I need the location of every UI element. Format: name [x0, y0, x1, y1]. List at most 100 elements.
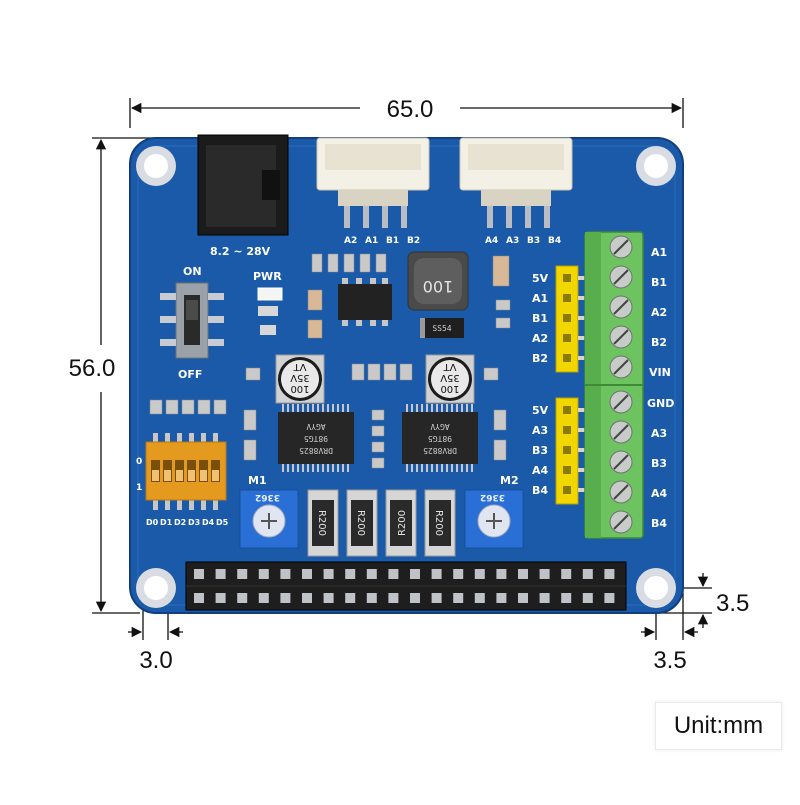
motor2-label: M2: [500, 474, 519, 487]
driver-chip-label: AGYV: [430, 422, 449, 431]
terminal-label: VIN: [649, 366, 671, 379]
gpio-pin: [280, 593, 291, 603]
pin-label: A2: [344, 236, 357, 246]
gpio-pin: [431, 569, 442, 579]
terminal-label: A1: [651, 246, 667, 259]
dimension-annotations: [92, 98, 712, 640]
mounting-holes: [136, 146, 676, 608]
dip-one-label: 1: [136, 483, 142, 493]
terminal-label: B1: [651, 276, 667, 289]
pin-header-upper-labels: 5V A1 B1 A2 B2: [532, 272, 549, 365]
header-label: A4: [532, 464, 549, 477]
dip-label: D4: [202, 518, 215, 527]
header-label: A3: [532, 424, 548, 437]
gpio-pin: [453, 569, 464, 579]
pin-header-lower-labels: 5V A3 B3 A4 B4: [532, 404, 549, 497]
gpio-pin: [388, 569, 399, 579]
motor1-label: M1: [248, 474, 267, 487]
switch-on-label: ON: [183, 265, 202, 278]
gpio-pin: [496, 593, 507, 603]
right-offset-label: 3.5: [653, 647, 686, 674]
gpio-pin: [474, 593, 485, 603]
driver-chip-label: DRV8825: [423, 446, 457, 455]
dip-label: D0: [146, 518, 159, 527]
gpio-pin: [474, 569, 485, 579]
pin-label: A4: [485, 236, 498, 246]
gpio-pin: [215, 593, 226, 603]
regulator-ic: [338, 278, 392, 326]
terminal-screw: [609, 450, 633, 474]
driver-chip-left-text: DRV8825 98TG5 AGYV: [299, 422, 333, 455]
pin-header-upper: [555, 265, 590, 373]
mounting-hole-bottom-left: [136, 568, 176, 608]
gpio-pin: [561, 593, 572, 603]
gpio-pin: [215, 569, 226, 579]
capacitor-label: VT: [443, 361, 457, 372]
gpio-pin: [518, 593, 528, 603]
gpio-pin: [366, 593, 377, 603]
terminal-screw: [609, 265, 633, 289]
schottky-diode: [420, 318, 464, 338]
header-label: A2: [532, 332, 548, 345]
capacitor-left-text: 100 35V VT: [290, 361, 310, 394]
inductor-label: 100: [423, 277, 454, 296]
driver-chip-label: 98TG5: [304, 434, 328, 443]
potentiometer-label: 3362: [255, 492, 280, 502]
dip-label: D3: [188, 518, 200, 527]
bottom-offset-label: 3.5: [716, 590, 749, 617]
gpio-pin: [496, 569, 507, 579]
gpio-pin: [582, 593, 593, 603]
left-offset-label: 3.0: [139, 647, 172, 674]
inductor: [407, 251, 469, 311]
capacitor-right: [425, 354, 475, 404]
gpio-pin: [604, 569, 615, 579]
potentiometer-label: 3362: [480, 492, 505, 502]
terminal-screw: [609, 390, 633, 414]
gpio-pin: [539, 593, 550, 603]
pin-label: B1: [386, 236, 399, 246]
dip-label: D1: [160, 518, 173, 527]
terminal-labels: A1 B1 A2 B2 VIN GND A3 B3 A4 B4: [647, 246, 674, 530]
terminal-label: A3: [651, 427, 667, 440]
pin-label: A3: [506, 236, 519, 246]
driver-chip-label: AGYV: [306, 422, 325, 431]
capacitor-label: 100: [440, 383, 459, 394]
gpio-pin: [453, 593, 464, 603]
gpio-pin: [345, 569, 356, 579]
connector-left-pin-labels: A2 A1 B1 B2: [344, 236, 420, 246]
capacitor-label: VT: [293, 361, 307, 372]
gpio-pin: [366, 569, 377, 579]
dc-power-jack: [197, 134, 289, 236]
terminal-screw: [609, 295, 633, 319]
dip-zero-label: 0: [136, 457, 142, 467]
header-label: 5V: [532, 404, 549, 417]
smd-components-middle: [149, 363, 507, 469]
gpio-pin: [194, 569, 204, 579]
capacitor-left: [275, 354, 325, 404]
gpio-pin: [410, 593, 420, 603]
terminal-label: B3: [651, 457, 667, 470]
pin-label: A1: [365, 236, 378, 246]
mounting-hole-top-right: [636, 146, 676, 186]
terminal-screw: [609, 355, 633, 379]
gpio-pin: [604, 593, 615, 603]
resistor-label: R200: [316, 510, 327, 536]
terminal-label: A2: [651, 306, 667, 319]
motor-connector-right: [459, 137, 573, 228]
dip-label: D5: [216, 518, 229, 527]
power-input-label: 8.2 ~ 28V: [210, 245, 271, 258]
width-dimension-label: 65.0: [387, 96, 434, 123]
gpio-pin: [237, 593, 248, 603]
gpio-pins: [194, 569, 615, 603]
header-label: 5V: [532, 272, 549, 285]
gpio-header: [185, 561, 627, 611]
pin-label: B2: [407, 236, 420, 246]
pin-label: B3: [527, 236, 540, 246]
terminal-label: GND: [647, 397, 674, 410]
gpio-pin: [194, 593, 204, 603]
gpio-pin: [302, 569, 312, 579]
terminal-screw: [609, 325, 633, 349]
resistor-label: R200: [355, 510, 366, 536]
header-label: B4: [532, 484, 548, 497]
